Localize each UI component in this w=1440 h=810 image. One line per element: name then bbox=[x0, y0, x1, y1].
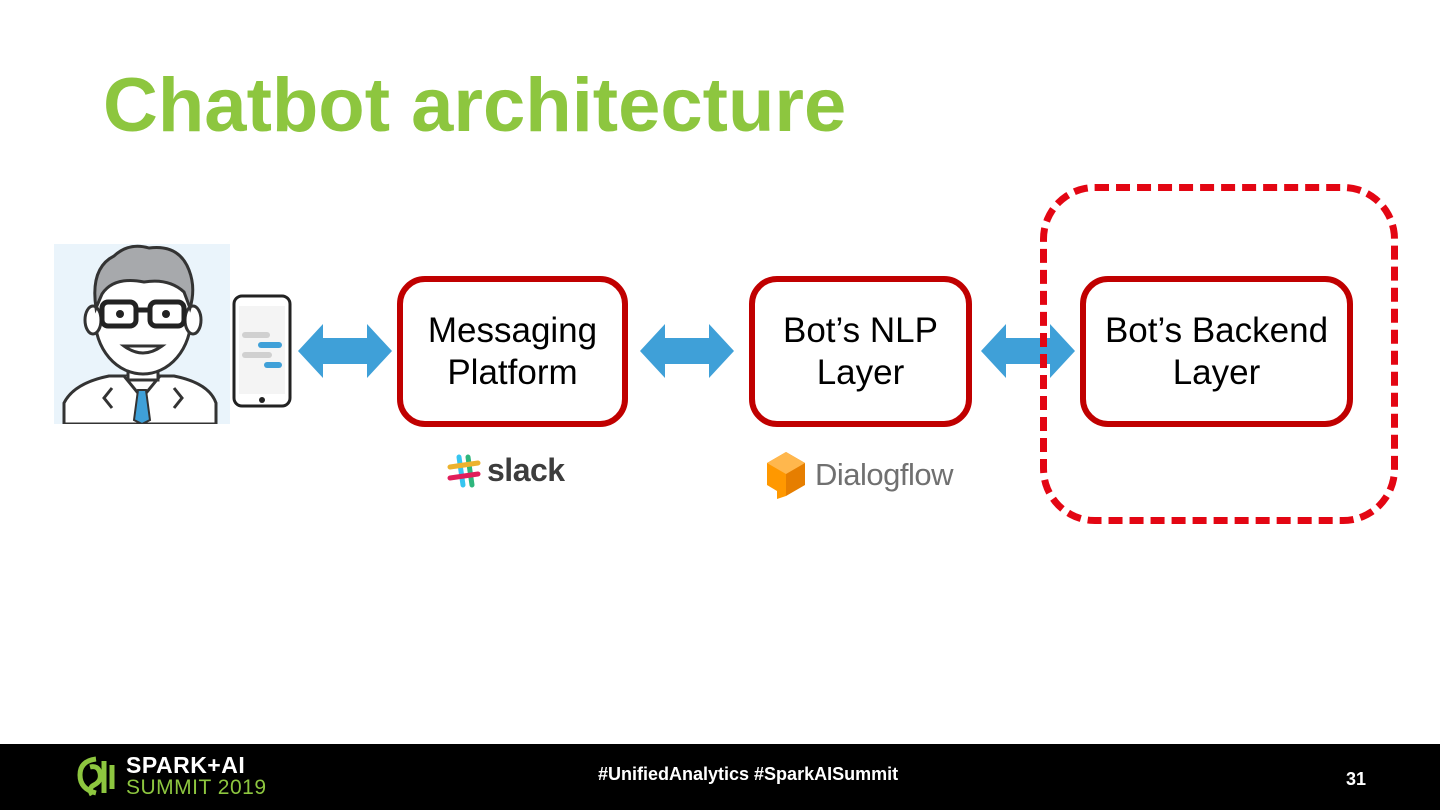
node-label-line: Platform bbox=[447, 352, 578, 392]
dialogflow-wordmark: Dialogflow bbox=[815, 457, 954, 492]
slack-logo: slack bbox=[447, 452, 565, 489]
footer-bar: SPARK+AI SUMMIT 2019 #UnifiedAnalytics #… bbox=[0, 744, 1440, 810]
node-label-line: Bot’s NLP bbox=[783, 310, 938, 350]
nlp-layer-box: Bot’s NLP Layer bbox=[749, 276, 972, 427]
messaging-platform-box: Messaging Platform bbox=[397, 276, 628, 427]
node-label-line: Layer bbox=[816, 352, 905, 392]
node-label-line: Messaging bbox=[427, 310, 598, 350]
dialogflow-logo: Dialogflow bbox=[765, 450, 954, 500]
slack-wordmark: slack bbox=[487, 452, 565, 488]
spark-summit-logo-icon bbox=[77, 756, 115, 796]
node-label-line: Bot’s Backend bbox=[1104, 310, 1329, 350]
page-number: 31 bbox=[1345, 769, 1366, 789]
slide-title: Chatbot architecture bbox=[103, 63, 847, 148]
slack-icon bbox=[447, 454, 481, 487]
brand-line-1: SPARK+AI bbox=[126, 752, 246, 778]
footer-hashtags: #UnifiedAnalytics #SparkAISummit bbox=[598, 764, 899, 784]
double-arrow-icon bbox=[298, 324, 392, 378]
dialogflow-icon bbox=[767, 452, 805, 499]
node-label-line: Layer bbox=[1172, 352, 1261, 392]
backend-layer-box: Bot’s Backend Layer bbox=[1080, 276, 1353, 427]
brand-line-2: SUMMIT 2019 bbox=[126, 776, 267, 799]
backend-highlight-outline bbox=[1040, 184, 1398, 524]
double-arrow-icon bbox=[640, 324, 734, 378]
spark-ai-summit-logo: SPARK+AI SUMMIT 2019 bbox=[72, 754, 267, 799]
user-illustration bbox=[54, 244, 292, 424]
double-arrow-icon bbox=[981, 324, 1075, 378]
